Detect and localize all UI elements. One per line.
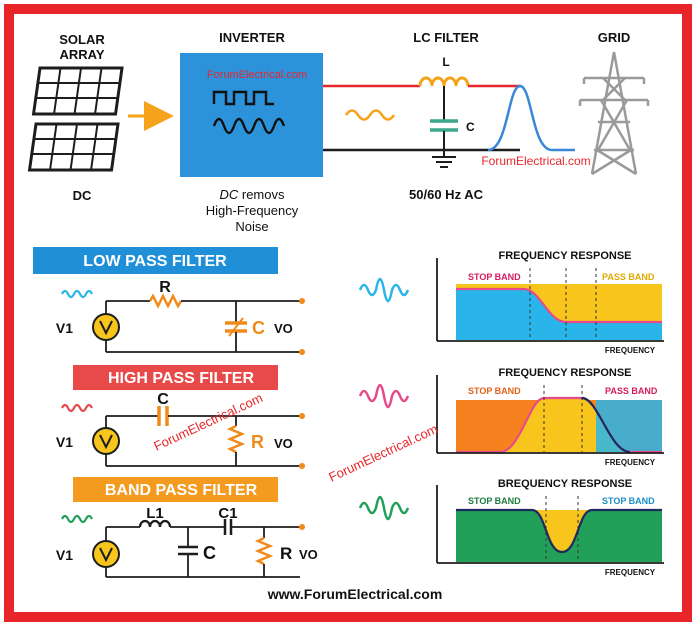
lpf-left-band-label: STOP BAND [468, 272, 521, 282]
inverter-caption-line-3: Noise [235, 219, 268, 234]
sine-wave-icon [344, 109, 396, 121]
bpf-pass-band-fill [532, 510, 592, 552]
square-wave-icon [212, 90, 274, 106]
transmission-tower-icon [578, 51, 650, 176]
noisy-wave-icon [212, 117, 286, 135]
hpf-signal-wave-icon [358, 383, 410, 409]
bpf-signal-wave-icon [358, 495, 410, 521]
filter-output-curve [487, 84, 575, 152]
lpf-response-title: FREQUENCY RESPONSE [498, 250, 631, 262]
high-pass-title-bar [73, 365, 278, 390]
lpf-signal-wave-icon [358, 277, 410, 303]
band-pass-section: BAND PASS FILTER L1 C1 V1 C R VO BREQUEN… [56, 477, 664, 578]
lpf-capacitor-label: C [252, 318, 265, 338]
band-pass-title: BAND PASS FILTER [105, 482, 258, 499]
bpf-resistor-label: R [280, 544, 292, 563]
inverter-caption-rest: removs [238, 187, 285, 202]
hpf-right-band-label: PASS BAND [605, 386, 658, 396]
bpf-right-band-label: STOP BAND [602, 496, 655, 506]
high-pass-section: HIGH PASS FILTER C V1 R VO FREQUENCY RES… [56, 365, 664, 469]
inductor-label: L [442, 55, 449, 69]
lpf-source-label: V1 [56, 320, 73, 336]
bpf-inductor-label: L1 [146, 505, 164, 522]
lc-filter-label: LC FILTER [413, 30, 479, 45]
high-pass-title: HIGH PASS FILTER [108, 370, 255, 387]
hpf-source-label: V1 [56, 434, 73, 450]
inverter-label: INVERTER [219, 30, 285, 45]
solar-caption-dc: DC [73, 188, 92, 203]
lpf-output-label: VO [274, 321, 293, 336]
bpf-source-icon [92, 540, 120, 568]
lpf-right-band-label: PASS BAND [602, 272, 655, 282]
hpf-input-wave-icon [61, 403, 93, 413]
hpf-source-icon [92, 427, 120, 455]
solar-array-label-1: SOLAR [59, 32, 105, 47]
bpf-resistor [254, 536, 274, 566]
lc-caption: 50/60 Hz AC [409, 187, 484, 202]
hpf-capacitor-label: C [157, 391, 169, 408]
inverter-box [180, 53, 323, 177]
inverter-caption-line-1: DC removs [219, 187, 285, 202]
bpf-series-capacitor-label: C1 [218, 505, 237, 522]
bpf-left-band-label: STOP BAND [468, 496, 521, 506]
bpf-source-label: V1 [56, 547, 73, 563]
bpf-shunt-capacitor-label: C [203, 543, 216, 563]
watermark-inverter: ForumElectrical.com [207, 69, 307, 81]
bpf-response-title: BREQUENCY RESPONSE [498, 478, 632, 490]
ground-icon [432, 156, 456, 168]
inverter-caption-line-2: High-Frequency [206, 203, 299, 218]
hpf-resistor [226, 424, 246, 454]
lpf-input-wave-icon [61, 289, 93, 299]
hpf-output-label: VO [274, 436, 293, 451]
bpf-input-wave-icon [61, 514, 93, 524]
lpf-resistor [148, 293, 183, 309]
lpf-x-axis-label: FREQUENCY [605, 346, 656, 355]
watermark-lc: ForumElectrical.com [481, 154, 590, 168]
bpf-inductor [138, 519, 172, 528]
top-section: SOLAR ARRAY DC INVERTER [27, 30, 650, 234]
solar-panel-icon [27, 66, 124, 172]
low-pass-title: LOW PASS FILTER [83, 253, 227, 270]
hpf-resistor-label: R [251, 432, 264, 452]
band-pass-title-bar [73, 477, 278, 502]
inverter-caption-italic: DC [219, 187, 238, 202]
lc-capacitor-label: C [466, 120, 475, 134]
bpf-x-axis-label: FREQUENCY [605, 568, 656, 577]
lpf-source-icon [92, 313, 120, 341]
footer-url: www.ForumElectrical.com [267, 586, 443, 602]
bpf-output-label: VO [299, 547, 318, 562]
hpf-response-title: FREQUENCY RESPONSE [498, 367, 631, 379]
lpf-pass-band-fill [456, 284, 662, 322]
low-pass-section: LOW PASS FILTER R V1 C VO FREQUENCY RESP… [33, 247, 664, 355]
solar-array-label-2: ARRAY [59, 47, 104, 62]
low-pass-title-bar [33, 247, 278, 274]
hpf-x-axis-label: FREQUENCY [605, 458, 656, 467]
lpf-response-curve [456, 287, 662, 324]
lpf-resistor-label: R [159, 279, 171, 296]
hpf-left-band-label: STOP BAND [468, 386, 521, 396]
bpf-response-curve [456, 508, 662, 554]
grid-label: GRID [598, 30, 631, 45]
